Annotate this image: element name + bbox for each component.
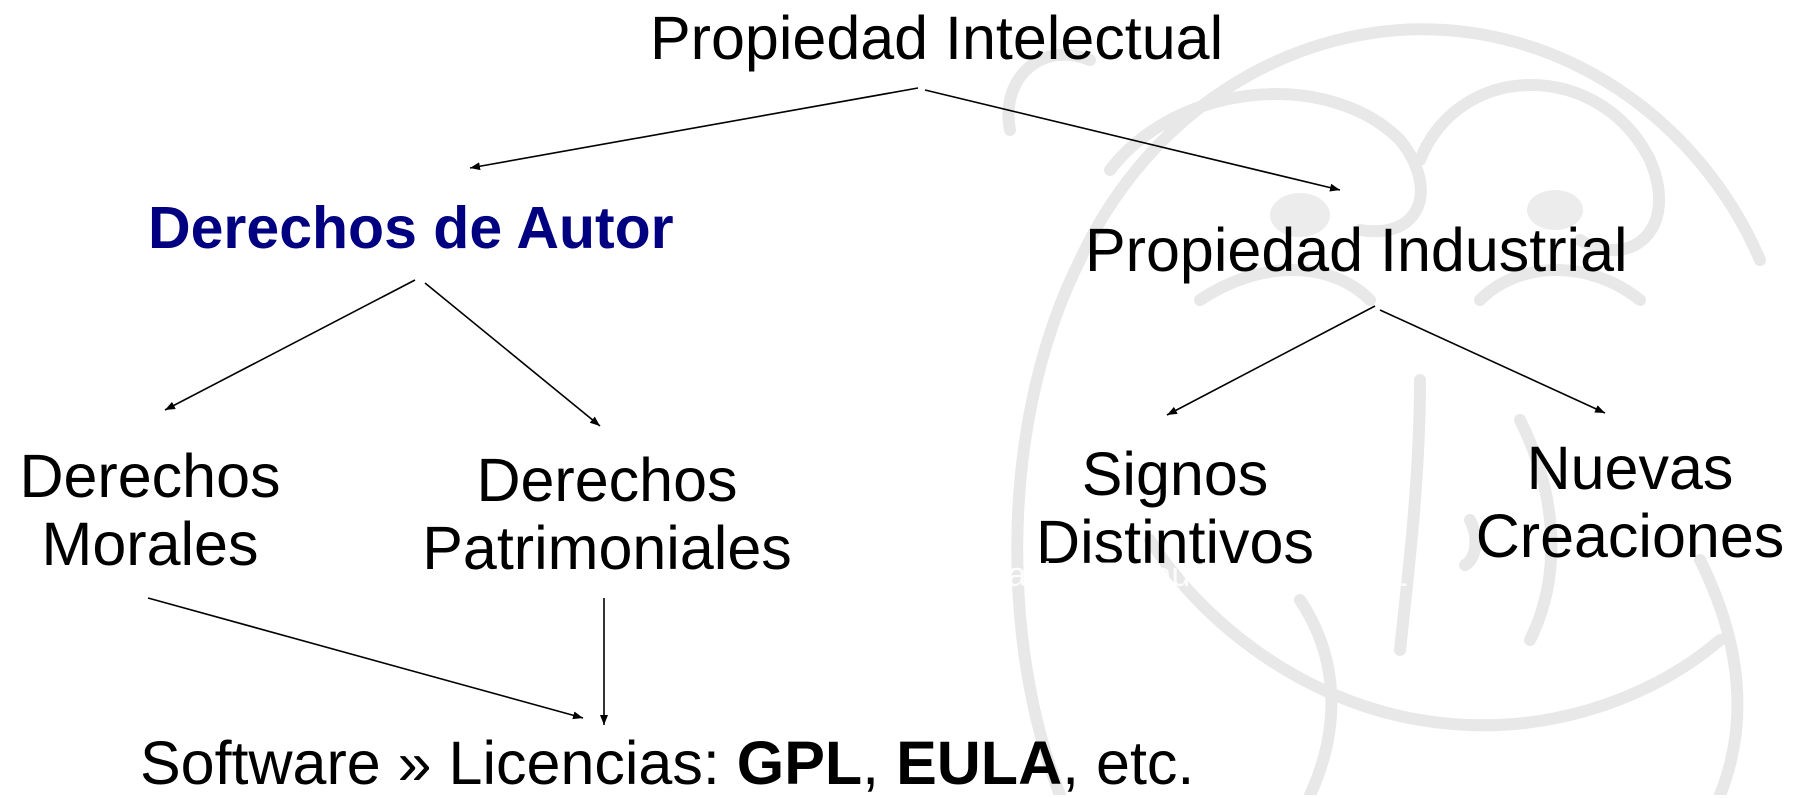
- arrow-autor-to-patrimoniales: [424, 282, 601, 427]
- software-licenses-prefix: Software » Licencias:: [140, 729, 737, 797]
- node-derechos-de-autor-label: Derechos de Autor: [148, 195, 674, 261]
- node-propiedad-intelectual: Propiedad Intelectual: [650, 4, 1223, 72]
- node-derechos-patrimoniales: Derechos Patrimoniales: [400, 446, 814, 582]
- node-nuevas-creaciones: Nuevas Creaciones: [1465, 434, 1795, 570]
- node-signos-distintivos-line1: Signos: [1081, 440, 1269, 508]
- node-propiedad-intelectual-label: Propiedad Intelectual: [650, 4, 1224, 72]
- arrow-industrial-to-nuevas: [1379, 309, 1606, 414]
- node-derechos-morales-line2: Morales: [41, 510, 259, 578]
- arrow-autor-to-morales: [164, 279, 416, 411]
- node-derechos-patrimoniales-line1: Derechos: [476, 446, 738, 514]
- arrow-root-to-industrial: [924, 89, 1341, 192]
- node-derechos-morales: Derechos Morales: [10, 442, 290, 578]
- software-licenses-suffix: , etc.: [1062, 729, 1195, 797]
- license-separator: ,: [862, 729, 897, 797]
- node-nuevas-creaciones-line1: Nuevas: [1526, 434, 1734, 502]
- arrow-morales-to-software: [147, 597, 584, 720]
- license-eula: EULA: [896, 729, 1063, 797]
- software-licenses-line: Software » Licencias: GPL, EULA, etc.: [140, 728, 1194, 798]
- node-derechos-patrimoniales-line2: Patrimoniales: [422, 514, 792, 582]
- arrow-industrial-to-signos: [1166, 305, 1376, 416]
- arrow-root-to-autor: [469, 87, 919, 171]
- node-derechos-de-autor: Derechos de Autor: [148, 194, 674, 262]
- faint-overlay-text: lacion Tanau Universidad L: [1000, 556, 1408, 594]
- node-propiedad-industrial-label: Propiedad Industrial: [1085, 216, 1628, 284]
- node-nuevas-creaciones-line2: Creaciones: [1475, 502, 1785, 570]
- node-derechos-morales-line1: Derechos: [19, 442, 281, 510]
- node-propiedad-industrial: Propiedad Industrial: [1085, 216, 1628, 284]
- node-signos-distintivos-line2: Distintivos: [1036, 508, 1314, 576]
- license-gpl: GPL: [736, 729, 863, 797]
- node-signos-distintivos: Signos Distintivos: [1020, 440, 1330, 576]
